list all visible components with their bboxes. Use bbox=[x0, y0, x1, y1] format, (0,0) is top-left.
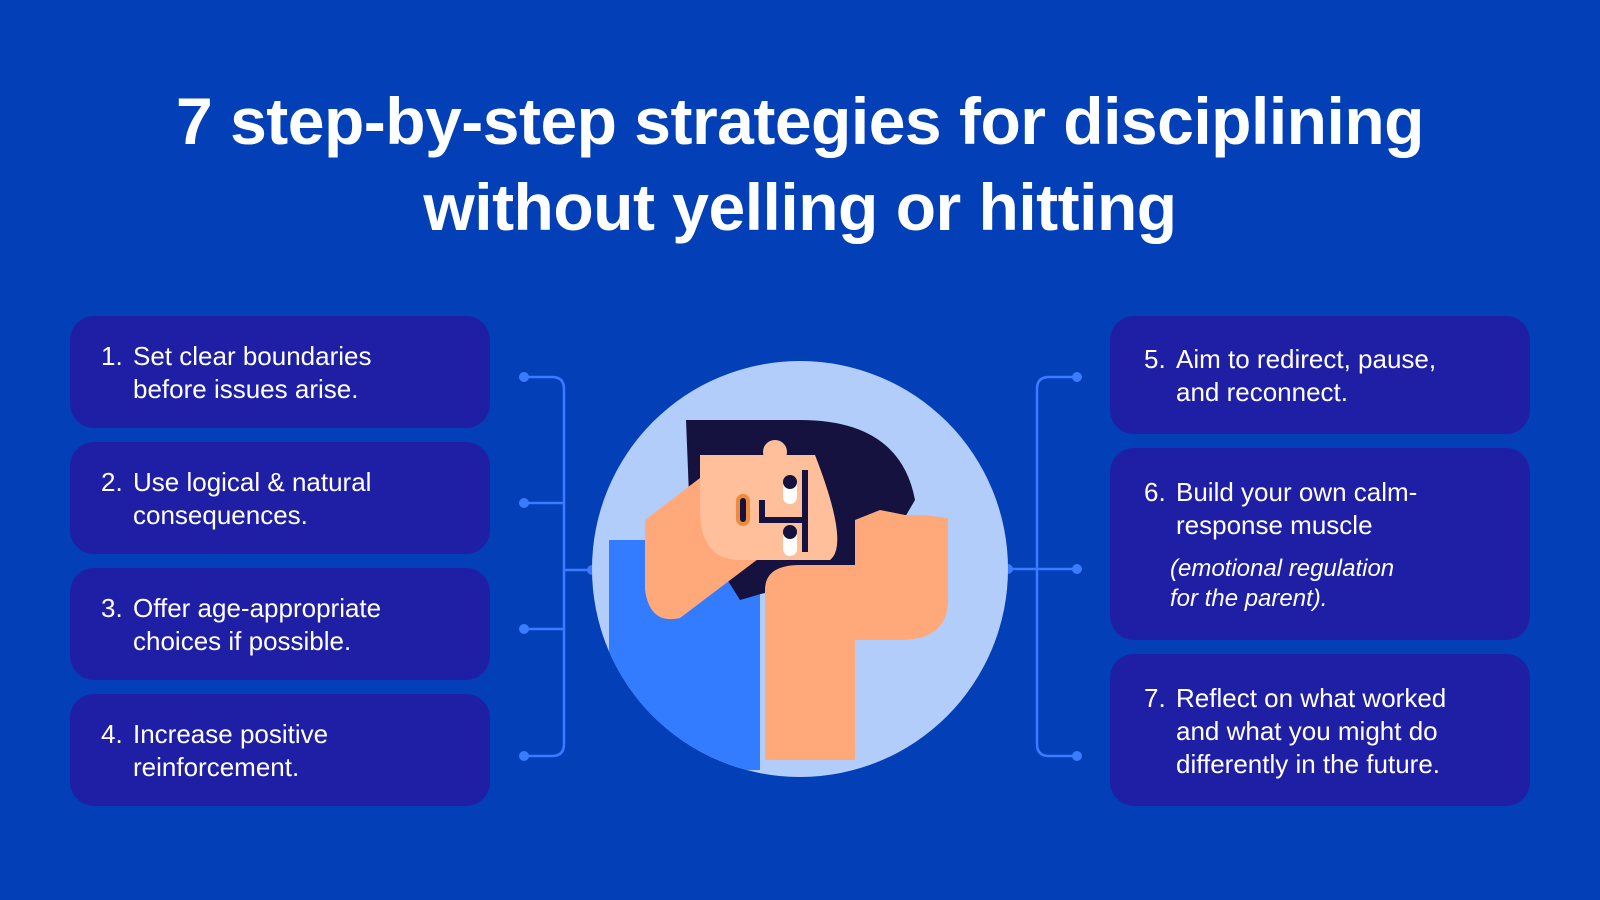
item-number: 6. bbox=[1144, 477, 1166, 507]
page-title: 7 step-by-step strategies for disciplini… bbox=[0, 78, 1600, 250]
item-number: 5. bbox=[1144, 344, 1166, 374]
strategy-card-4 bbox=[70, 694, 490, 806]
strategy-card-5 bbox=[1110, 316, 1530, 434]
strategy-item-1: 1. Set clear boundaries before issues ari… bbox=[101, 340, 371, 406]
item-text: Aim to redirect, pause, and reconnect. bbox=[1176, 344, 1437, 407]
item-text: Build your own calm- response muscle bbox=[1176, 477, 1418, 540]
item-text: Use logical & natural consequences. bbox=[133, 467, 372, 530]
title-line-2: without yelling or hitting bbox=[423, 170, 1177, 244]
item-text: Increase positive reinforcement. bbox=[133, 719, 329, 782]
item-number: 1. bbox=[101, 341, 123, 371]
strategy-card-3 bbox=[70, 568, 490, 680]
item-number: 4. bbox=[101, 719, 123, 749]
strategy-item-3: 3. Offer age-appropriate choices if possi… bbox=[101, 592, 381, 658]
strategy-item-4: 4. Increase positive reinforcement. bbox=[101, 718, 328, 784]
stressed-parent-illustration bbox=[592, 361, 1008, 777]
strategy-card-7 bbox=[1110, 654, 1530, 806]
strategy-item-7: 7. Reflect on what worked and what you mi… bbox=[1144, 682, 1446, 781]
item-number: 2. bbox=[101, 467, 123, 497]
strategy-item-5: 5. Aim to redirect, pause, and reconnect. bbox=[1144, 343, 1436, 409]
item-number: 7. bbox=[1144, 683, 1166, 713]
title-line-1: 7 step-by-step strategies for disciplini… bbox=[176, 84, 1424, 158]
item-text: Reflect on what worked and what you migh… bbox=[1176, 683, 1447, 779]
strategy-card-6 bbox=[1110, 448, 1530, 640]
strategy-item-6: 6. Build your own calm- response muscle bbox=[1144, 476, 1417, 542]
item-text: Set clear boundaries before issues arise… bbox=[133, 341, 372, 404]
strategy-item-2: 2. Use logical & natural consequences. bbox=[101, 466, 371, 532]
item-number: 3. bbox=[101, 593, 123, 623]
strategy-card-1 bbox=[70, 316, 490, 428]
item-text: Offer age-appropriate choices if possibl… bbox=[133, 593, 382, 656]
strategy-6-note: (emotional regulation for the parent). bbox=[1170, 555, 1395, 612]
strategy-card-2 bbox=[70, 442, 490, 554]
